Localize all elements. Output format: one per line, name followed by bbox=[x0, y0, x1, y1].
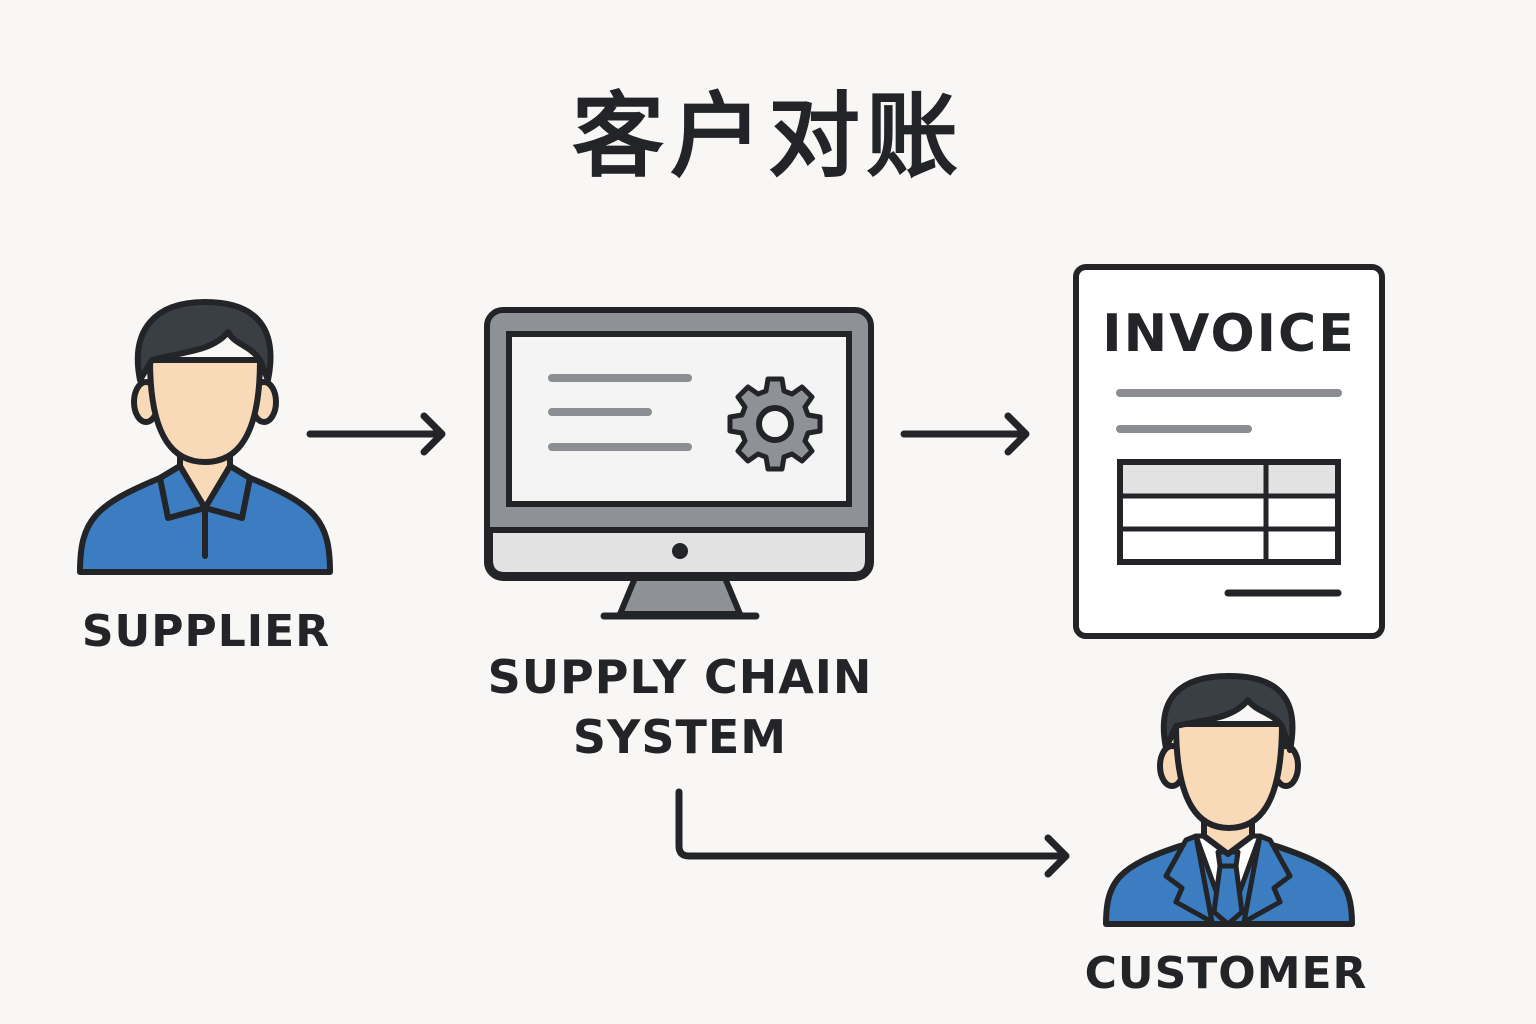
invoice-title: INVOICE bbox=[1102, 304, 1356, 364]
arrow-system-to-customer bbox=[675, 788, 1070, 878]
monitor-icon bbox=[484, 307, 874, 620]
supplier-label: SUPPLIER bbox=[81, 606, 331, 657]
system-label-line2: SYSTEM bbox=[572, 710, 788, 764]
arrow-system-to-invoice bbox=[900, 412, 1030, 456]
customer-label: CUSTOMER bbox=[1084, 948, 1368, 999]
arrow-supplier-to-system bbox=[306, 412, 446, 456]
customer-businessman-icon bbox=[1103, 673, 1355, 927]
gear-icon bbox=[727, 376, 823, 472]
system-label-line1: SUPPLY CHAIN bbox=[487, 650, 873, 704]
supplier-person-icon bbox=[77, 299, 333, 575]
invoice-document-icon bbox=[1073, 264, 1385, 639]
diagram-title: 客户对账 bbox=[571, 83, 964, 190]
